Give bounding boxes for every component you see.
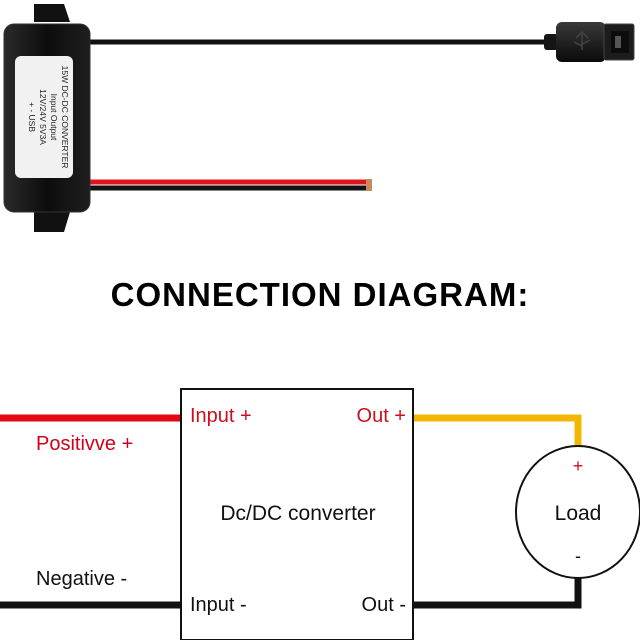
out-plus-label: Out +	[357, 405, 406, 427]
module-label-line-4: + - USB	[27, 102, 37, 132]
input-plus-label: Input +	[190, 405, 252, 427]
connection-diagram: Dc/DC converter Input + Out + Input - Ou…	[0, 388, 640, 640]
module-label	[15, 56, 73, 178]
load-label: Load	[555, 502, 602, 525]
output-positive-wire	[413, 414, 582, 447]
load-circle	[515, 445, 640, 579]
negative-label: Negative -	[36, 568, 127, 590]
converter-module: 15W DC-DC CONVERTER Input Output 12V/24V…	[3, 4, 91, 232]
converter-label: Dc/DC converter	[220, 502, 375, 525]
out-minus-label: Out -	[362, 594, 406, 616]
usb-symbol-icon	[573, 30, 591, 50]
module-label-line-2: Input Output	[49, 94, 59, 141]
load-plus-label: +	[573, 456, 584, 476]
usb-plug	[544, 22, 635, 62]
input-minus-label: Input -	[190, 594, 247, 616]
load-minus-label: -	[575, 546, 581, 566]
module-label-line-3: 12V/24V 5V3A	[38, 89, 48, 145]
output-negative-wire	[413, 577, 582, 609]
product-photo: 15W DC-DC CONVERTER Input Output 12V/24V…	[3, 4, 635, 232]
diagram-heading: CONNECTION DIAGRAM:	[111, 276, 530, 313]
module-label-line-1: 15W DC-DC CONVERTER	[60, 66, 70, 169]
positive-label: Positivve +	[36, 433, 133, 455]
converter-box	[180, 388, 414, 640]
